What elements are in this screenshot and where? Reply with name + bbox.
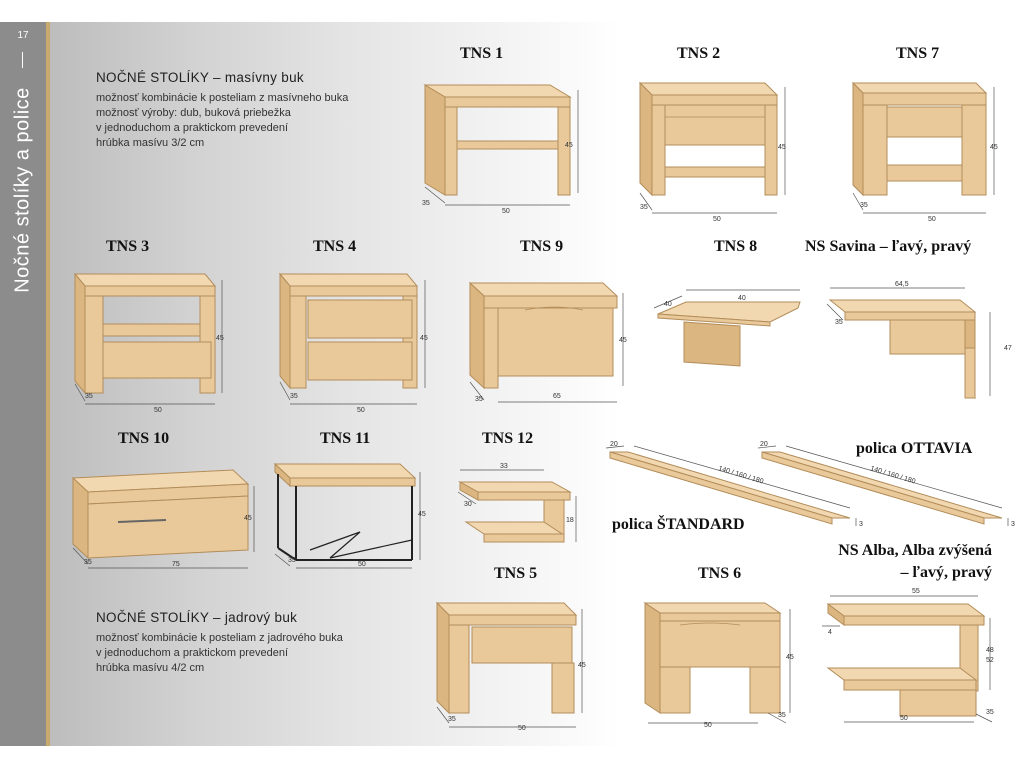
dimension-depth: 35: [986, 709, 994, 716]
product-label: TNS 9: [520, 238, 564, 255]
dimension-depth: 20: [610, 441, 618, 448]
product-label-line2: – ľavý, pravý: [900, 564, 993, 581]
dimension-width: 50: [154, 407, 162, 414]
product-label: TNS 7: [896, 45, 940, 62]
dimension-bottom-width: 50: [900, 715, 908, 722]
dimension-depth: 35: [778, 712, 786, 719]
product-label: polica ŠTANDARD: [612, 516, 745, 533]
product-illustration: 45 35 50: [638, 81, 786, 223]
dimension-depth: 35: [288, 557, 296, 564]
section-line: možnosť výroby: dub, buková priebežka: [96, 107, 291, 119]
product-illustration: 20 140 / 160 / 180 3: [605, 441, 863, 528]
dimension-width: 50: [713, 216, 721, 223]
dimension-depth: 35: [84, 559, 92, 566]
dimension-depth: 20: [760, 441, 768, 448]
dimension-height: 45: [990, 144, 998, 151]
section-line: možnosť kombinácie k posteliam z masívne…: [96, 92, 349, 104]
dimension-depth: 40: [664, 301, 672, 308]
product-illustration: 20 140 / 160 / 180 3: [757, 441, 1015, 528]
dimension-width: 33: [500, 463, 508, 470]
dimension-width: 50: [928, 216, 936, 223]
product-label: TNS 5: [494, 565, 538, 582]
product-illustration: 45 35 50: [435, 601, 586, 732]
dimension-depth: 35: [290, 393, 298, 400]
dimension-width: 65: [553, 393, 561, 400]
product-illustration: 45 35 50: [273, 462, 426, 569]
product-label: TNS 1: [460, 45, 504, 62]
dimension-height: 45: [578, 662, 586, 669]
dimension-width: 75: [172, 561, 180, 568]
dimension-width: 50: [704, 722, 712, 729]
dimension-depth: 35: [422, 200, 430, 207]
dimension-depth: 35: [860, 202, 868, 209]
product-label: TNS 3: [106, 238, 150, 255]
dimension-height: 47: [1004, 345, 1012, 352]
section-masivny-buk: NOČNÉ STOLÍKY – masívny buk možnosť komb…: [96, 70, 348, 151]
page-number-divider: [22, 52, 23, 68]
section-jadrovy-buk: NOČNÉ STOLÍKY – jadrový buk možnosť komb…: [96, 610, 343, 676]
dimension-height: 45: [778, 144, 786, 151]
section-line: hrúbka masívu 4/2 cm: [96, 662, 205, 674]
product-label: TNS 11: [320, 430, 371, 447]
product-illustration: 64,5 35 47: [826, 281, 1012, 400]
section-title: NOČNÉ STOLÍKY – jadrový buk: [96, 610, 298, 625]
dimension-depth: 35: [835, 319, 843, 326]
product-label: TNS 10: [118, 430, 170, 447]
dimension-height: 45: [786, 654, 794, 661]
dimension-depth: 30: [464, 501, 472, 508]
dimension-width: 55: [912, 588, 920, 595]
dimension-depth: 35: [448, 716, 456, 723]
dimension-width: 50: [357, 407, 365, 414]
product-illustration: 45 35 50: [643, 602, 794, 729]
sidebar-title: Nočné stolíky a police: [11, 87, 34, 293]
product-illustration: 45 35 50: [422, 84, 579, 215]
dimension-height: 45: [619, 337, 627, 344]
product-label-line1: NS Alba, Alba zvýšená: [838, 542, 992, 559]
dimension-height: 45: [418, 511, 426, 518]
product-label: NS Savina – ľavý, pravý: [805, 238, 972, 255]
page-number: 17: [17, 30, 29, 41]
product-label: TNS 12: [482, 430, 534, 447]
dimension-height: 45: [216, 335, 224, 342]
section-title: NOČNÉ STOLÍKY – masívny buk: [96, 70, 304, 85]
product-illustration: 45 35 75: [71, 469, 255, 569]
product-illustration: 55 4 48 52 35 50: [822, 588, 994, 723]
dimension-width: 50: [502, 208, 510, 215]
dimension-gap: 4: [828, 629, 832, 636]
dimension-height: 45: [244, 515, 252, 522]
sidebar-accent-strip: [46, 22, 50, 746]
dimension-depth: 35: [640, 204, 648, 211]
dimension-height: 18: [566, 517, 574, 524]
product-label: TNS 4: [313, 238, 357, 255]
product-label: TNS 2: [677, 45, 721, 62]
product-label: TNS 6: [698, 565, 742, 582]
dimension-height: 48: [986, 647, 994, 654]
dimension-width: 64,5: [895, 281, 909, 288]
dimension-depth: 35: [475, 396, 483, 403]
dimension-height: 45: [420, 335, 428, 342]
dimension-thickness: 3: [859, 521, 863, 528]
section-line: v jednoduchom a praktickom prevedení: [96, 122, 288, 134]
product-illustration: 40 40: [653, 289, 801, 367]
dimension-depth: 35: [85, 393, 93, 400]
dimension-width: 40: [738, 295, 746, 302]
section-line: možnosť kombinácie k posteliam z jadrové…: [96, 632, 343, 644]
dimension-width: 50: [518, 725, 526, 732]
product-label: TNS 8: [714, 238, 758, 255]
product-illustration: 45 35 50: [851, 81, 998, 223]
product-illustration: 33 30 18: [457, 463, 577, 543]
section-line: hrúbka masívu 3/2 cm: [96, 137, 205, 149]
dimension-thickness: 3: [1011, 521, 1015, 528]
product-illustration: 45 35 50: [73, 272, 224, 414]
section-line: v jednoduchom a praktickom prevedení: [96, 647, 288, 659]
dimension-height: 45: [565, 142, 573, 149]
product-illustration: 45 35 50: [278, 272, 428, 414]
dimension-height-raised: 52: [986, 657, 994, 664]
sidebar: [0, 22, 46, 746]
product-label: polica OTTAVIA: [856, 440, 973, 457]
product-illustration: 45 35 65: [468, 281, 627, 403]
dimension-width: 50: [358, 561, 366, 568]
